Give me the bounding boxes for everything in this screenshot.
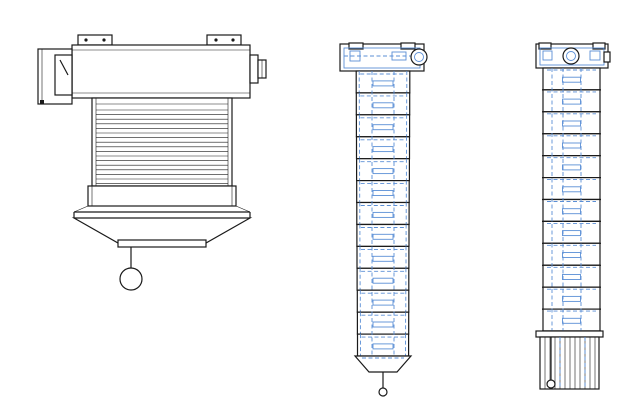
telescopic-segments-2 <box>542 67 601 332</box>
extended-chute-drawing <box>339 42 428 397</box>
drive-flange-icon <box>410 48 428 66</box>
discharge-cone <box>353 355 413 397</box>
top-mounting-bracket-icon <box>77 34 242 46</box>
telescopic-segments <box>355 70 411 357</box>
dust-skirt <box>535 330 604 390</box>
limit-switch-icon <box>249 54 267 84</box>
chute-segment <box>542 133 601 157</box>
discharge-skirt <box>71 185 253 244</box>
head-housing <box>71 44 251 99</box>
drive-flange-icon-2 <box>562 47 580 65</box>
drive-motor-icon <box>37 48 73 105</box>
front-view-drawing <box>37 34 267 291</box>
retracted-bellows <box>91 97 233 187</box>
level-probe-icon <box>117 239 207 291</box>
fully-extended-chute-drawing <box>535 42 611 390</box>
